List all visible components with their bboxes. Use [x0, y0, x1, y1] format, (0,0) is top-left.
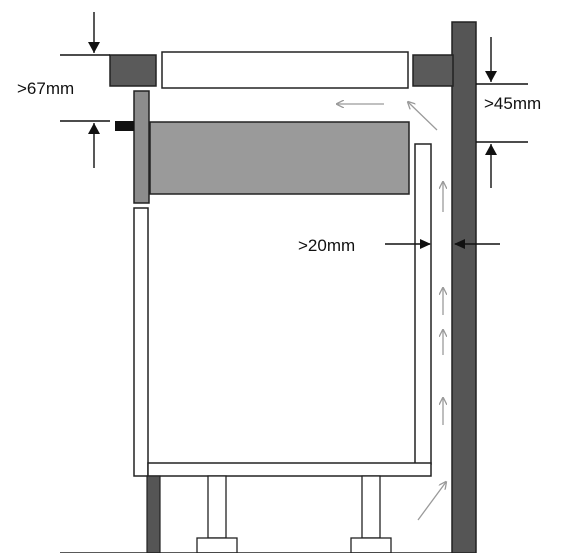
leg-left [207, 475, 227, 539]
dimension-rear-gap-height [476, 37, 528, 188]
airflow-arrow [417, 482, 446, 521]
leg-right [361, 475, 381, 539]
rear-gap-height-label: >45mm [484, 94, 541, 113]
worktop-left-block [109, 54, 157, 87]
worktop-right-block [412, 54, 454, 87]
top-clearance-label: >67mm [17, 79, 74, 98]
airflow-arrows [337, 102, 446, 521]
leg-right-foot [350, 537, 392, 553]
hob-top [161, 51, 409, 89]
drawer-handle [115, 121, 134, 131]
cabinet-back-panel [414, 143, 432, 465]
cabinet-base [147, 462, 432, 477]
leg-left-foot [196, 537, 238, 553]
wall [451, 21, 477, 553]
drawer-front [133, 90, 150, 204]
side-gap-label: >20mm [298, 236, 355, 255]
airflow-arrow [408, 102, 438, 131]
drawer-body [149, 121, 410, 195]
cabinet-front-panel [133, 207, 149, 477]
dimension-side-gap [385, 239, 500, 249]
dimension-top-clearance [60, 12, 110, 168]
plinth [146, 475, 161, 553]
